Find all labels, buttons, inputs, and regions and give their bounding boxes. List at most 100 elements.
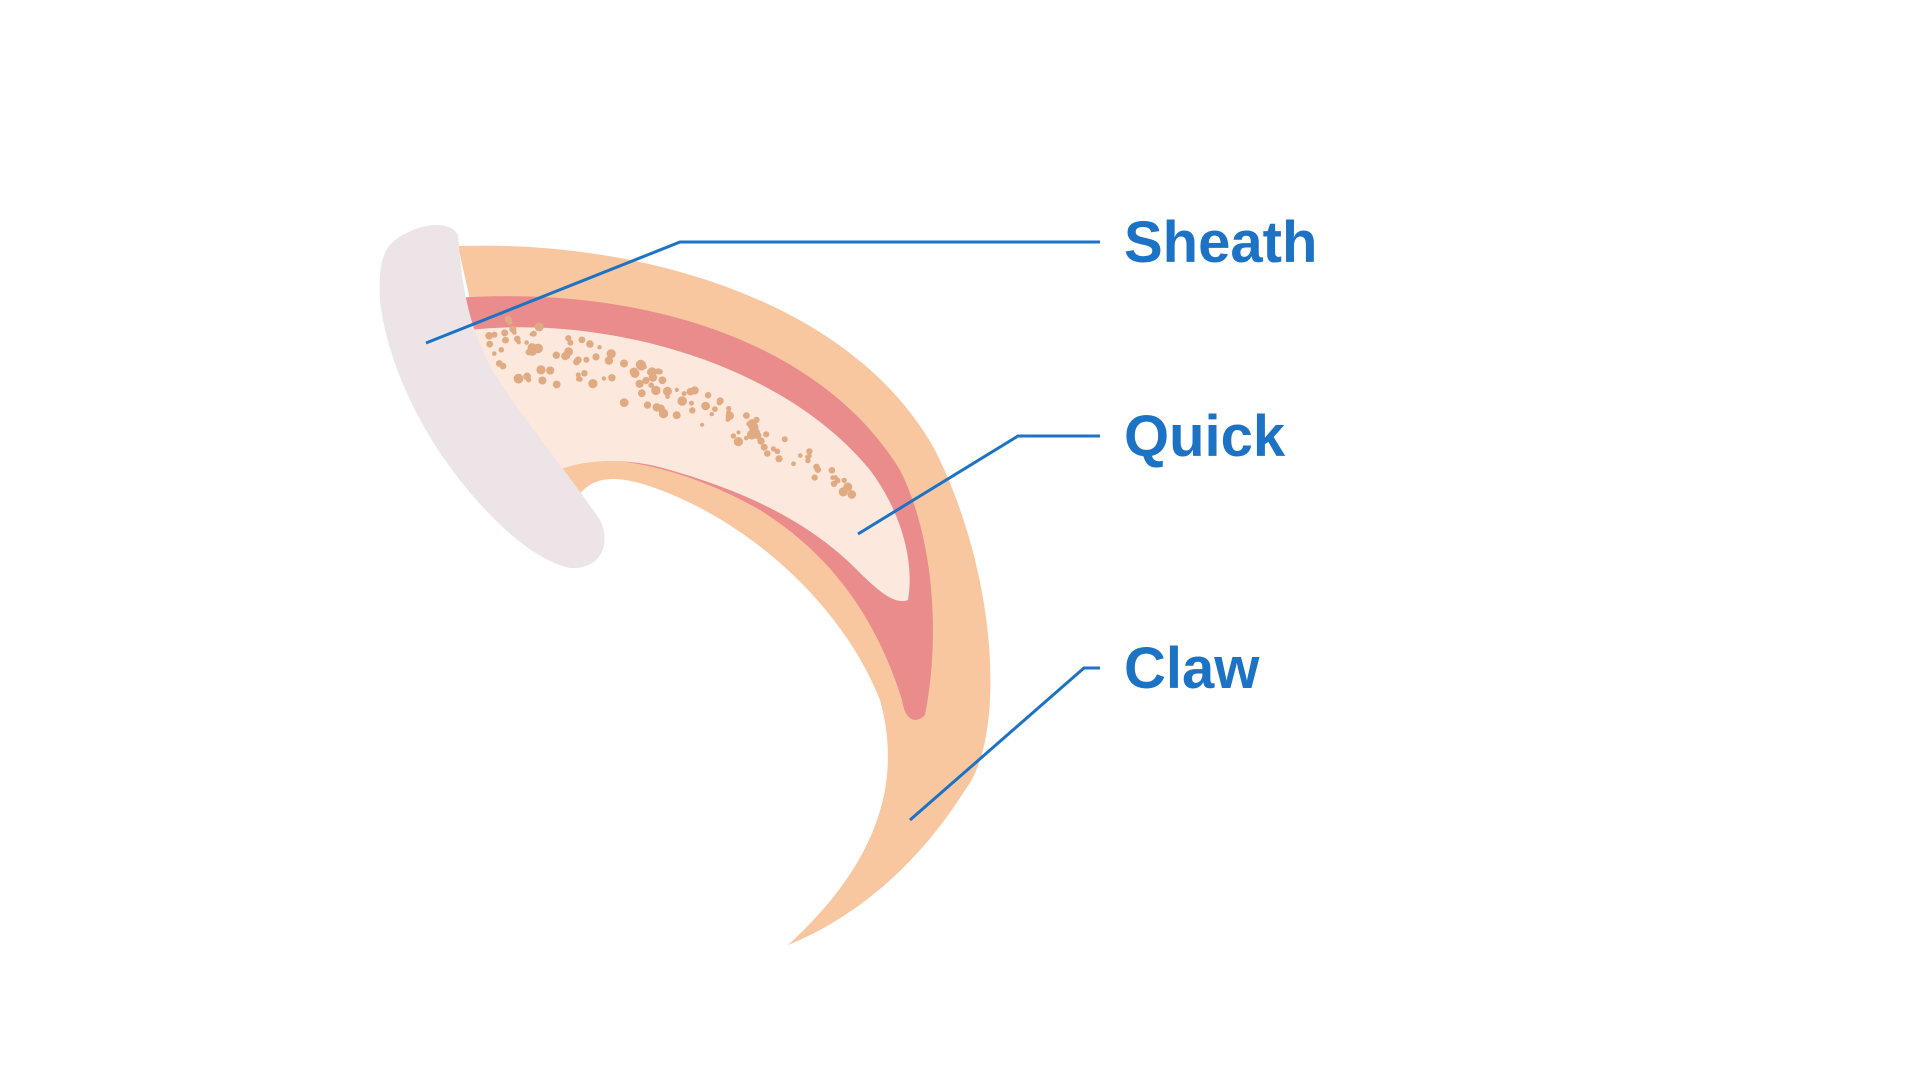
bone-speckle [564,347,573,356]
bone-speckle [847,490,857,499]
bone-speckle [533,343,543,354]
quick-leader-line [857,434,1100,536]
bone-speckle [689,400,694,406]
bone-speckle [576,375,582,382]
bone-speckle [805,454,811,460]
bone-speckle [689,407,696,414]
bone-speckle [608,374,616,382]
claw-label: Claw [1124,636,1260,701]
sheath-leader-line [425,240,1100,345]
bone-speckle [652,403,661,412]
bone-speckle [498,347,505,353]
bone-speckle [485,332,493,340]
bone-speckle [716,400,723,406]
claw-leader-line [909,666,1100,822]
bone-speckle [770,446,777,452]
bone-speckle [578,336,586,344]
bone-speckle [811,474,818,481]
bone-speckle [730,433,737,439]
bone-speckle [747,429,757,440]
bone-speckle [552,351,560,359]
bone-speckle [672,411,681,420]
bone-speckle [775,455,783,463]
bone-speckle [845,485,851,491]
bone-speckle [648,373,658,382]
bone-speckle [501,329,509,337]
bone-speckle [760,443,768,451]
bone-speckle [677,396,687,406]
bone-speckle [806,448,813,455]
bone-speckle [536,365,546,375]
bone-speckle [546,366,555,375]
bone-speckle [774,448,781,455]
bone-speckle [583,356,590,363]
bone-speckle [619,398,629,407]
bone-speckle [606,349,616,359]
bone-speckle [753,416,760,424]
bone-speckle [574,356,582,364]
bone-speckle [712,406,718,412]
bone-speckle [534,322,544,332]
sheath-label: Sheath [1124,210,1317,275]
bone-speckle [586,340,594,348]
bone-speckle [798,453,803,458]
bone-speckle [513,373,524,384]
bone-speckle [841,477,847,484]
bone-speckle [502,336,509,344]
bone-speckle [834,477,841,484]
bone-speckle [524,340,529,345]
bone-speckle [525,377,532,383]
bone-speckle [620,359,628,368]
bone-speckle [601,376,607,381]
bone-speckle [763,431,770,438]
bone-speckle [725,411,734,420]
bone-speckle [681,391,687,397]
bone-speckle [705,404,711,409]
bone-speckle [814,466,822,473]
bone-speckle [588,379,598,389]
bone-speckle [726,405,732,412]
bone-speckle [565,354,571,359]
sheath-cap-shape [379,224,605,569]
bone-speckle [743,412,750,419]
bone-speckle [733,437,744,447]
bone-speckle [635,379,644,388]
bone-speckle [700,422,705,427]
bone-speckle [597,345,602,350]
bone-speckle [704,392,712,399]
bone-speckle [757,437,765,445]
bone-speckle [754,432,762,440]
bone-speckle [630,369,640,378]
bone-speckle [658,408,669,419]
bone-speckle [516,340,521,345]
bone-speckle [592,353,600,361]
bone-speckle [642,376,650,385]
bone-speckle [655,368,662,375]
bone-speckle [530,330,537,337]
bone-speckle [781,436,788,443]
bone-speckle [674,387,679,392]
bone-speckle [499,362,507,370]
bone-speckle [651,385,661,396]
bone-speckle [486,340,494,348]
bone-speckle [492,351,497,356]
bone-speckle [538,376,547,385]
bone-speckle [660,406,665,411]
bone-speckle [830,475,836,481]
bone-core-shape [470,327,910,602]
bone-speckle [658,376,667,385]
bone-speckles [485,315,857,499]
bone-speckle [581,370,588,377]
bone-speckle [686,387,695,396]
bone-speckle [635,359,646,370]
bone-speckle [637,389,646,398]
bone-speckle [764,450,771,457]
bone-speckle [507,320,513,326]
bone-speckle [552,380,561,389]
bone-speckle [604,356,614,365]
bone-speckle [567,339,574,346]
quick-label: Quick [1124,404,1286,469]
bone-speckle [648,382,654,389]
bone-speckle [709,411,714,417]
